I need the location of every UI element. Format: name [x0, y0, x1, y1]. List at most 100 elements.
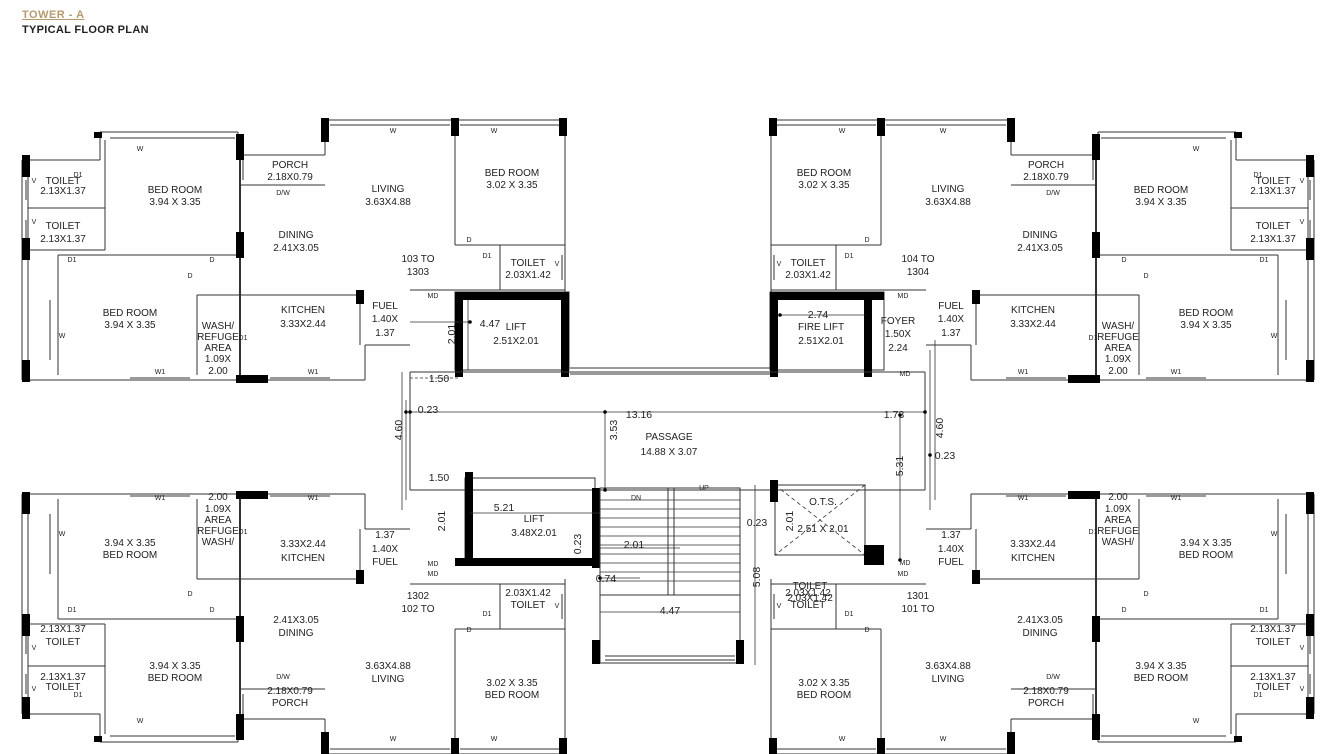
- window-mark: W1: [155, 369, 166, 376]
- living-label: LIVING: [932, 674, 965, 685]
- plan-title: TYPICAL FLOOR PLAN: [22, 24, 149, 36]
- column: [22, 614, 30, 636]
- kitchen-size: 3.33X2.44: [1010, 539, 1056, 550]
- wash-size: 1.09X: [205, 504, 231, 515]
- ots-column: [770, 480, 778, 502]
- toilet-label: TOILET: [1256, 682, 1291, 693]
- flat-number: 104 TO: [902, 254, 935, 265]
- window-mark: W1: [308, 495, 319, 502]
- column: [236, 375, 268, 383]
- toilet-size: 2.13X1.37: [1250, 672, 1296, 683]
- vent-mark: V: [32, 645, 37, 652]
- bedroom-label: BED ROOM: [797, 168, 851, 179]
- door-mark: D: [864, 237, 869, 244]
- column: [1306, 155, 1314, 177]
- toilet-size: 2.03X1.42: [505, 588, 551, 599]
- dimension-label: 5.31: [894, 456, 906, 477]
- column: [1306, 238, 1314, 260]
- fuel-size: 1.40X: [938, 314, 964, 325]
- door-mark: D/W: [1046, 674, 1060, 681]
- passage-label: PASSAGE: [645, 432, 692, 443]
- wash-label: AREA: [1104, 343, 1132, 354]
- lift-size: 2.51X2.01: [493, 336, 539, 347]
- walls-layer: [21, 118, 1315, 754]
- window-mark: W1: [1171, 369, 1182, 376]
- door-mark: D1: [239, 529, 248, 536]
- window-mark: W: [59, 531, 66, 538]
- stair-column: [736, 640, 744, 664]
- bedroom-label: BED ROOM: [485, 690, 539, 701]
- flat-104-walls: [769, 118, 1315, 383]
- wash-label: WASH/: [1102, 537, 1135, 548]
- stair-column: [592, 640, 600, 664]
- ots-cross: [774, 484, 866, 556]
- kitchen-label: KITCHEN: [281, 553, 325, 564]
- bedroom-label: BED ROOM: [1134, 673, 1188, 684]
- door-mark: D: [864, 627, 869, 634]
- window-mark: W: [1271, 531, 1278, 538]
- wash-size: 2.00: [208, 366, 228, 377]
- column: [236, 616, 244, 642]
- wash-size: 2.00: [208, 492, 228, 503]
- column: [94, 132, 102, 138]
- vent-mark: V: [32, 219, 37, 226]
- dimension-label: 5.21: [494, 502, 515, 514]
- window-mark: W: [1193, 718, 1200, 725]
- window-mark: W: [1271, 333, 1278, 340]
- porch-label: PORCH: [272, 698, 308, 709]
- door-mark: D1: [483, 253, 492, 260]
- dimension-label: 2.01: [436, 511, 448, 532]
- dimension-label: 4.60: [934, 418, 946, 439]
- lift-top-wall: [455, 292, 569, 300]
- wash-label: WASH/: [1102, 321, 1135, 332]
- door-mark: D1: [845, 611, 854, 618]
- wash-label: WASH/: [202, 321, 235, 332]
- dimension-label: 1.73: [884, 409, 905, 421]
- dining-label: DINING: [1023, 628, 1058, 639]
- door-mark: D1: [68, 257, 77, 264]
- wash-label: AREA: [1104, 515, 1132, 526]
- flat-number: 102 TO: [402, 604, 435, 615]
- dining-label: DINING: [279, 628, 314, 639]
- column: [1306, 614, 1314, 636]
- main-door-mark: MD: [898, 571, 909, 578]
- door-mark: D1: [845, 253, 854, 260]
- stair-well: [599, 487, 741, 664]
- flat-number: 1301: [907, 591, 930, 602]
- dimension-label: 4.60: [393, 420, 405, 441]
- fuel-size: 1.40X: [938, 544, 964, 555]
- fuel-label: FUEL: [372, 301, 398, 312]
- bedroom-label: BED ROOM: [148, 673, 202, 684]
- door-mark: D1: [483, 611, 492, 618]
- toilet-label: TOILET: [791, 258, 826, 269]
- window-mark: W1: [1171, 495, 1182, 502]
- toilet-size: 2.13X1.37: [40, 186, 86, 197]
- fire-lift-label: FIRE LIFT: [798, 322, 844, 333]
- column: [1234, 132, 1242, 138]
- vent-mark: V: [32, 686, 37, 693]
- dimension-label: 0.23: [747, 517, 768, 529]
- main-door-mark: MD: [428, 571, 439, 578]
- fuel-label: FUEL: [372, 557, 398, 568]
- dimension-label: 1.50: [429, 472, 450, 484]
- toilet-label: TOILET: [1256, 637, 1291, 648]
- flat-number: 103 TO: [402, 254, 435, 265]
- column: [1092, 616, 1100, 642]
- dining-label: DINING: [279, 230, 314, 241]
- toilet-size: 2.13X1.37: [1250, 624, 1296, 635]
- dimension-label: 2.01: [624, 539, 645, 551]
- window-mark: W: [390, 128, 397, 135]
- main-door-mark: MD: [900, 371, 911, 378]
- bedroom-label: BED ROOM: [103, 308, 157, 319]
- column: [1007, 118, 1015, 142]
- ots-size: 2.51 X 2.01: [797, 524, 849, 535]
- toilet-label: TOILET: [793, 581, 828, 592]
- lift-bottom-wall: [465, 472, 473, 564]
- fuel-label: FUEL: [938, 301, 964, 312]
- dimension-tick: [603, 410, 607, 414]
- vent-mark: V: [1300, 645, 1305, 652]
- window-mark: W: [839, 128, 846, 135]
- dimension-label: 0.74: [596, 573, 617, 585]
- kitchen-label: KITCHEN: [1011, 553, 1055, 564]
